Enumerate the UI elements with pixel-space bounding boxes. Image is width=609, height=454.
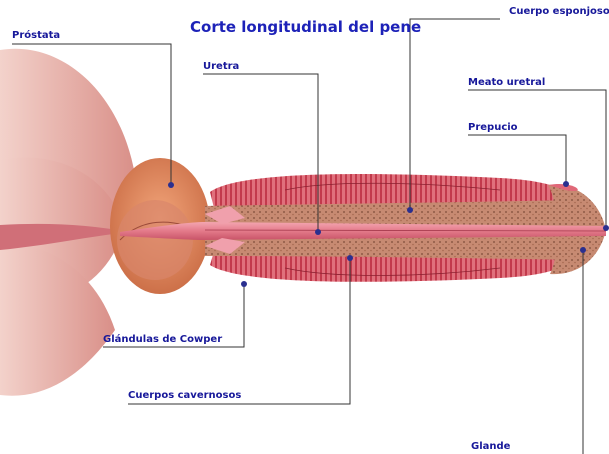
label-cuerpos-cavernosos: Cuerpos cavernosos [128,390,241,401]
label-glande: Glande [471,441,510,452]
marker-dot-uretra [315,229,321,235]
marker-dot-cuerpos-cavernosos [347,255,353,261]
marker-dot-prostata [168,182,174,188]
marker-dot-glandulas-cowper [241,281,247,287]
marker-dot-prepucio [563,181,569,187]
label-prepucio: Prepucio [468,122,518,133]
label-uretra: Uretra [203,61,239,72]
label-glandulas-cowper: Glándulas de Cowper [103,334,222,345]
marker-dot-meato-uretral [603,225,609,231]
diagram-title: Corte longitudinal del pene [190,18,440,36]
label-meato-uretral: Meato uretral [468,77,545,88]
leader-line-prepucio [468,135,566,184]
marker-dot-cuerpo-esponjoso [407,207,413,213]
marker-dot-glande [580,247,586,253]
label-cuerpo-esponjoso: Cuerpo esponjoso [509,6,609,17]
label-prostata: Próstata [12,30,60,41]
